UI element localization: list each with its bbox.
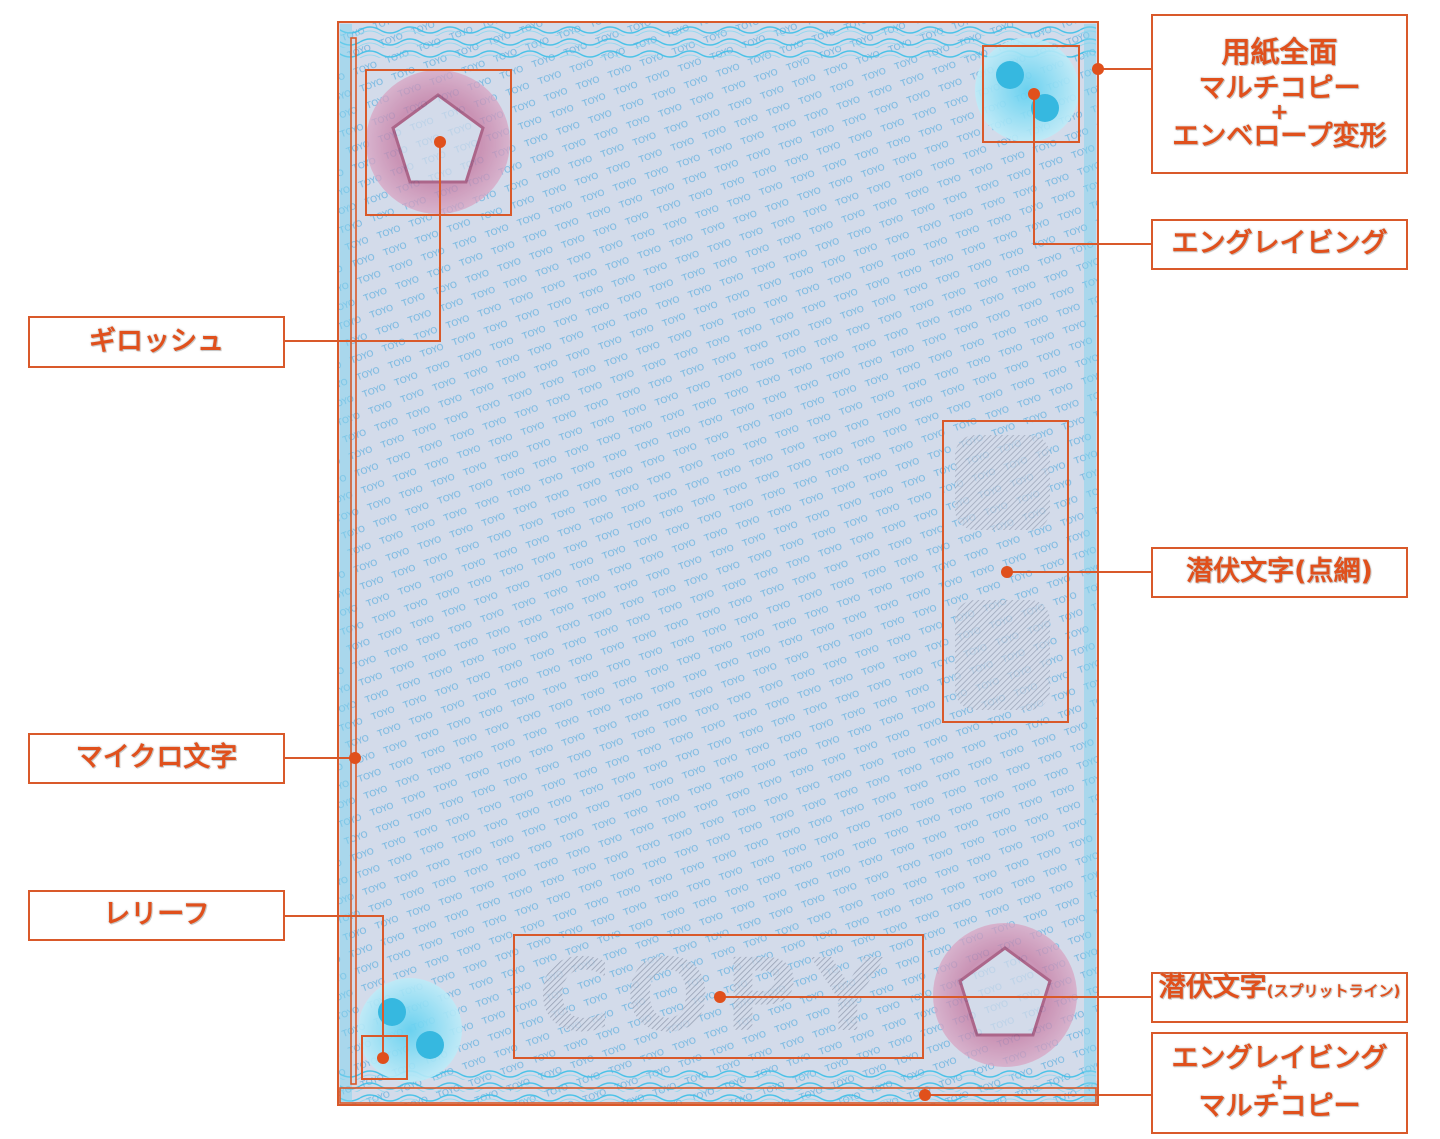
hidden-text-dot-screen — [955, 435, 1050, 710]
leader-dots — [349, 63, 1104, 1101]
label-latent-dot-text: 潜伏文字(点網) — [1186, 556, 1373, 588]
leader-lines — [284, 68, 1151, 1096]
label-engraving-multicopy: エングレイビング + マルチコピー — [1151, 1032, 1408, 1134]
label-full-sheet-plus: + — [1270, 100, 1289, 126]
label-engraving: エングレイビング — [1151, 219, 1408, 270]
label-latent-split-sub: (スプリットライン) — [1266, 982, 1401, 1000]
engraving-flower-top — [975, 38, 1079, 142]
label-engraving-text: エングレイビング — [1171, 228, 1388, 260]
label-engraving-multicopy-plus: + — [1270, 1070, 1289, 1096]
label-micro-text: マイクロ文字 — [28, 733, 285, 784]
label-full-sheet-line2: エンベロープ変形 — [1172, 121, 1387, 153]
top-wave-border — [340, 24, 1096, 58]
label-latent-split-main: 潜伏文字 — [1158, 972, 1267, 1003]
label-engraving-multicopy-line1: エングレイビング — [1171, 1042, 1388, 1074]
label-full-sheet: 用紙全面 マルチコピー + エンベロープ変形 — [1151, 14, 1408, 174]
label-relief-text: レリーフ — [103, 899, 210, 931]
engraving-highlight — [982, 45, 1080, 143]
label-micro-text-text: マイクロ文字 — [75, 742, 238, 774]
label-engraving-multicopy-line2: マルチコピー — [1198, 1090, 1361, 1122]
label-latent-split: 潜伏文字 (スプリットライン) — [1151, 972, 1408, 1023]
micro-text-line — [350, 37, 357, 1085]
engraving-flower-bottom — [358, 978, 462, 1082]
relief-highlight — [361, 1035, 408, 1080]
label-guilloche-text: ギロッシュ — [89, 325, 224, 357]
left-wave-border — [340, 24, 352, 1102]
hidden-text-split-line: COPY — [538, 937, 898, 1054]
label-latent-dot: 潜伏文字(点網) — [1151, 547, 1408, 598]
guilloche-rosette-bottom — [933, 923, 1077, 1067]
guilloche-highlight — [365, 69, 512, 216]
label-guilloche: ギロッシュ — [28, 316, 285, 368]
label-full-sheet-line1: マルチコピー — [1198, 72, 1361, 104]
label-full-sheet-title: 用紙全面 — [1221, 34, 1338, 69]
bottom-wave-border — [340, 1068, 1096, 1102]
right-wave-border — [1084, 24, 1096, 1102]
label-relief: レリーフ — [28, 890, 285, 941]
